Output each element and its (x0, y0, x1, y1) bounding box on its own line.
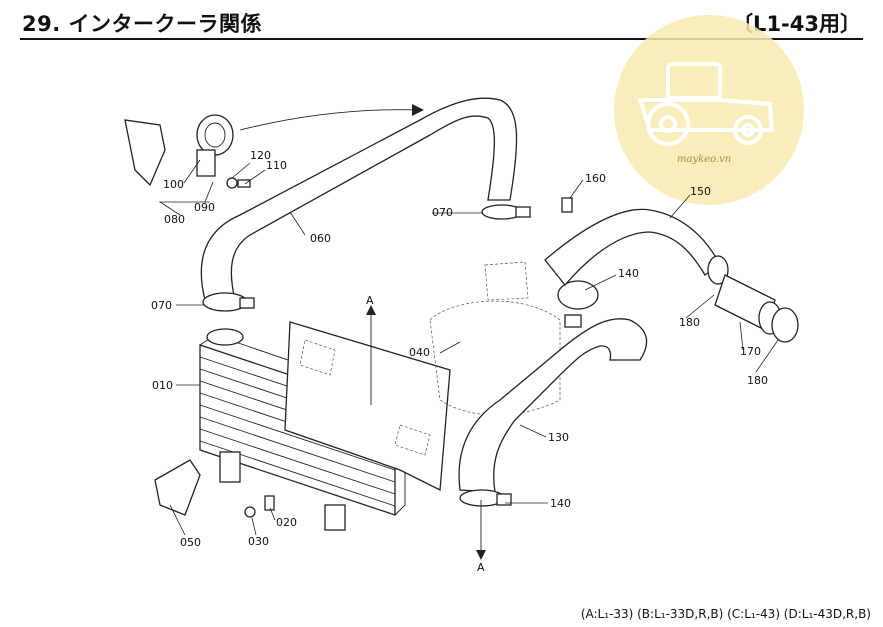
bolt-160 (561, 197, 573, 213)
label-100: 100 (163, 178, 184, 191)
clamp-140-upper (557, 280, 599, 328)
model-legend: (A:L₁-33) (B:L₁-33D,R,B) (C:L₁-43) (D:L₁… (580, 607, 871, 621)
plate-040 (284, 321, 451, 492)
hose-060 (200, 97, 518, 301)
clamp-180-a (707, 255, 729, 285)
arrow-a-top (366, 305, 376, 405)
tractor-icon (637, 62, 775, 146)
label-070-upper: 070 (432, 206, 453, 219)
label-080: 080 (164, 213, 185, 226)
header-rule (20, 38, 863, 40)
label-020: 020 (276, 516, 297, 529)
clamp-070-lower (202, 292, 255, 312)
bracket-080 (124, 119, 166, 187)
watermark: maykeo.vn (614, 15, 804, 205)
page-title: 29. インタークーラ関係 (22, 12, 263, 36)
watermark-text: maykeo.vn (677, 154, 731, 165)
clamp-180-b (771, 307, 799, 343)
label-arrow-a-bottom: A (477, 561, 485, 574)
label-040: 040 (409, 346, 430, 359)
pipe-170 (714, 274, 782, 335)
label-140-lower: 140 (550, 497, 571, 510)
label-130: 130 (548, 431, 569, 444)
bracket-050 (154, 459, 201, 516)
arrow-a-bottom (476, 500, 486, 560)
clamp-140-lower (459, 489, 512, 507)
label-150: 150 (690, 185, 711, 198)
label-110: 110 (266, 159, 287, 172)
label-180-a: 180 (679, 316, 700, 329)
label-170: 170 (740, 345, 761, 358)
clamp-070-upper (481, 204, 531, 220)
label-180-b: 180 (747, 374, 768, 387)
label-030: 030 (248, 535, 269, 548)
label-160: 160 (585, 172, 606, 185)
label-050: 050 (180, 536, 201, 549)
label-060: 060 (310, 232, 331, 245)
clamp-100 (196, 114, 234, 177)
watermark-circle (614, 15, 804, 205)
label-090: 090 (194, 201, 215, 214)
label-010: 010 (152, 379, 173, 392)
label-arrow-a-top: A (366, 294, 374, 307)
label-140-upper: 140 (618, 267, 639, 280)
leader-lines (158, 159, 779, 536)
bolt-020 (244, 495, 275, 518)
label-070-lower: 070 (151, 299, 172, 312)
label-120: 120 (250, 149, 271, 162)
hose-130 (458, 318, 648, 493)
